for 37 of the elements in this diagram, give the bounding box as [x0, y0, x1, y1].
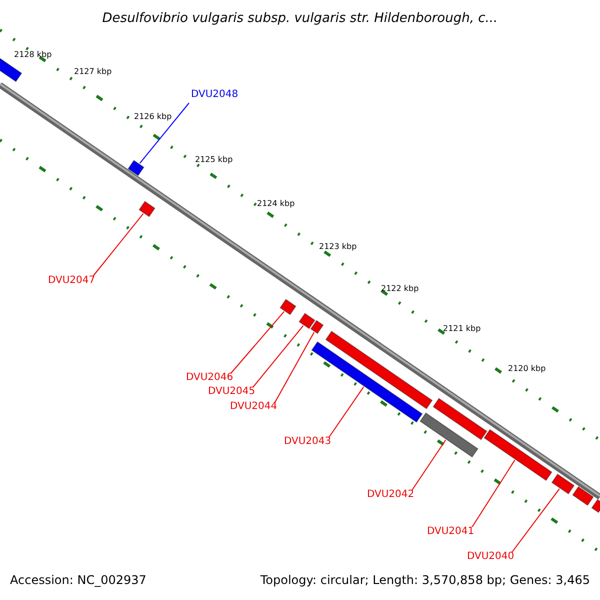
leader-line: [139, 102, 190, 164]
leader-line: [472, 460, 516, 528]
gene-label: DVU2045: [208, 386, 256, 397]
gene-label: DVU2040: [467, 551, 514, 562]
gene-label: DVU2043: [284, 436, 332, 447]
gene-bar: [551, 474, 575, 494]
gene-bar: [128, 160, 144, 176]
gene-label: DVU2046: [186, 372, 234, 383]
leader-line: [412, 439, 446, 490]
leader-line: [274, 332, 315, 402]
gene-bar: [572, 486, 594, 506]
footer-text: Accession: NC_002937: [10, 575, 146, 586]
leader-line: [252, 325, 304, 388]
gene-label: DVU2044: [230, 401, 278, 412]
scale-label: 2128 kbp: [14, 50, 52, 59]
scale-label: 2123 kbp: [319, 242, 357, 251]
gene-label: DVU2042: [367, 489, 414, 500]
leader-line: [512, 488, 560, 552]
scale-label: 2121 kbp: [443, 324, 481, 333]
gene-bar: [432, 398, 488, 440]
leader-line: [230, 311, 285, 374]
gene-bar: [310, 320, 324, 334]
scale-label: 2126 kbp: [134, 112, 172, 121]
gene-bar: [298, 312, 316, 330]
scale-label: 2120 kbp: [508, 364, 546, 373]
gene-bar: [591, 498, 600, 514]
scale-label: 2127 kbp: [74, 67, 112, 76]
leader-line: [328, 386, 364, 438]
gene-label: DVU2041: [427, 526, 474, 537]
title: Desulfovibrio vulgaris subsp. vulgaris str. Hildenborough, c...: [101, 11, 499, 26]
gene-label: DVU2047: [48, 275, 96, 286]
footer-text: Topology: circular; Length: 3,570,858 bp; Genes: 3,465: [260, 575, 590, 586]
leader-line: [92, 213, 144, 276]
scale-label: 2124 kbp: [257, 199, 295, 208]
gene-label: DVU2048: [191, 89, 238, 100]
scale-label: 2125 kbp: [195, 155, 233, 164]
scale-label: 2122 kbp: [381, 284, 419, 293]
